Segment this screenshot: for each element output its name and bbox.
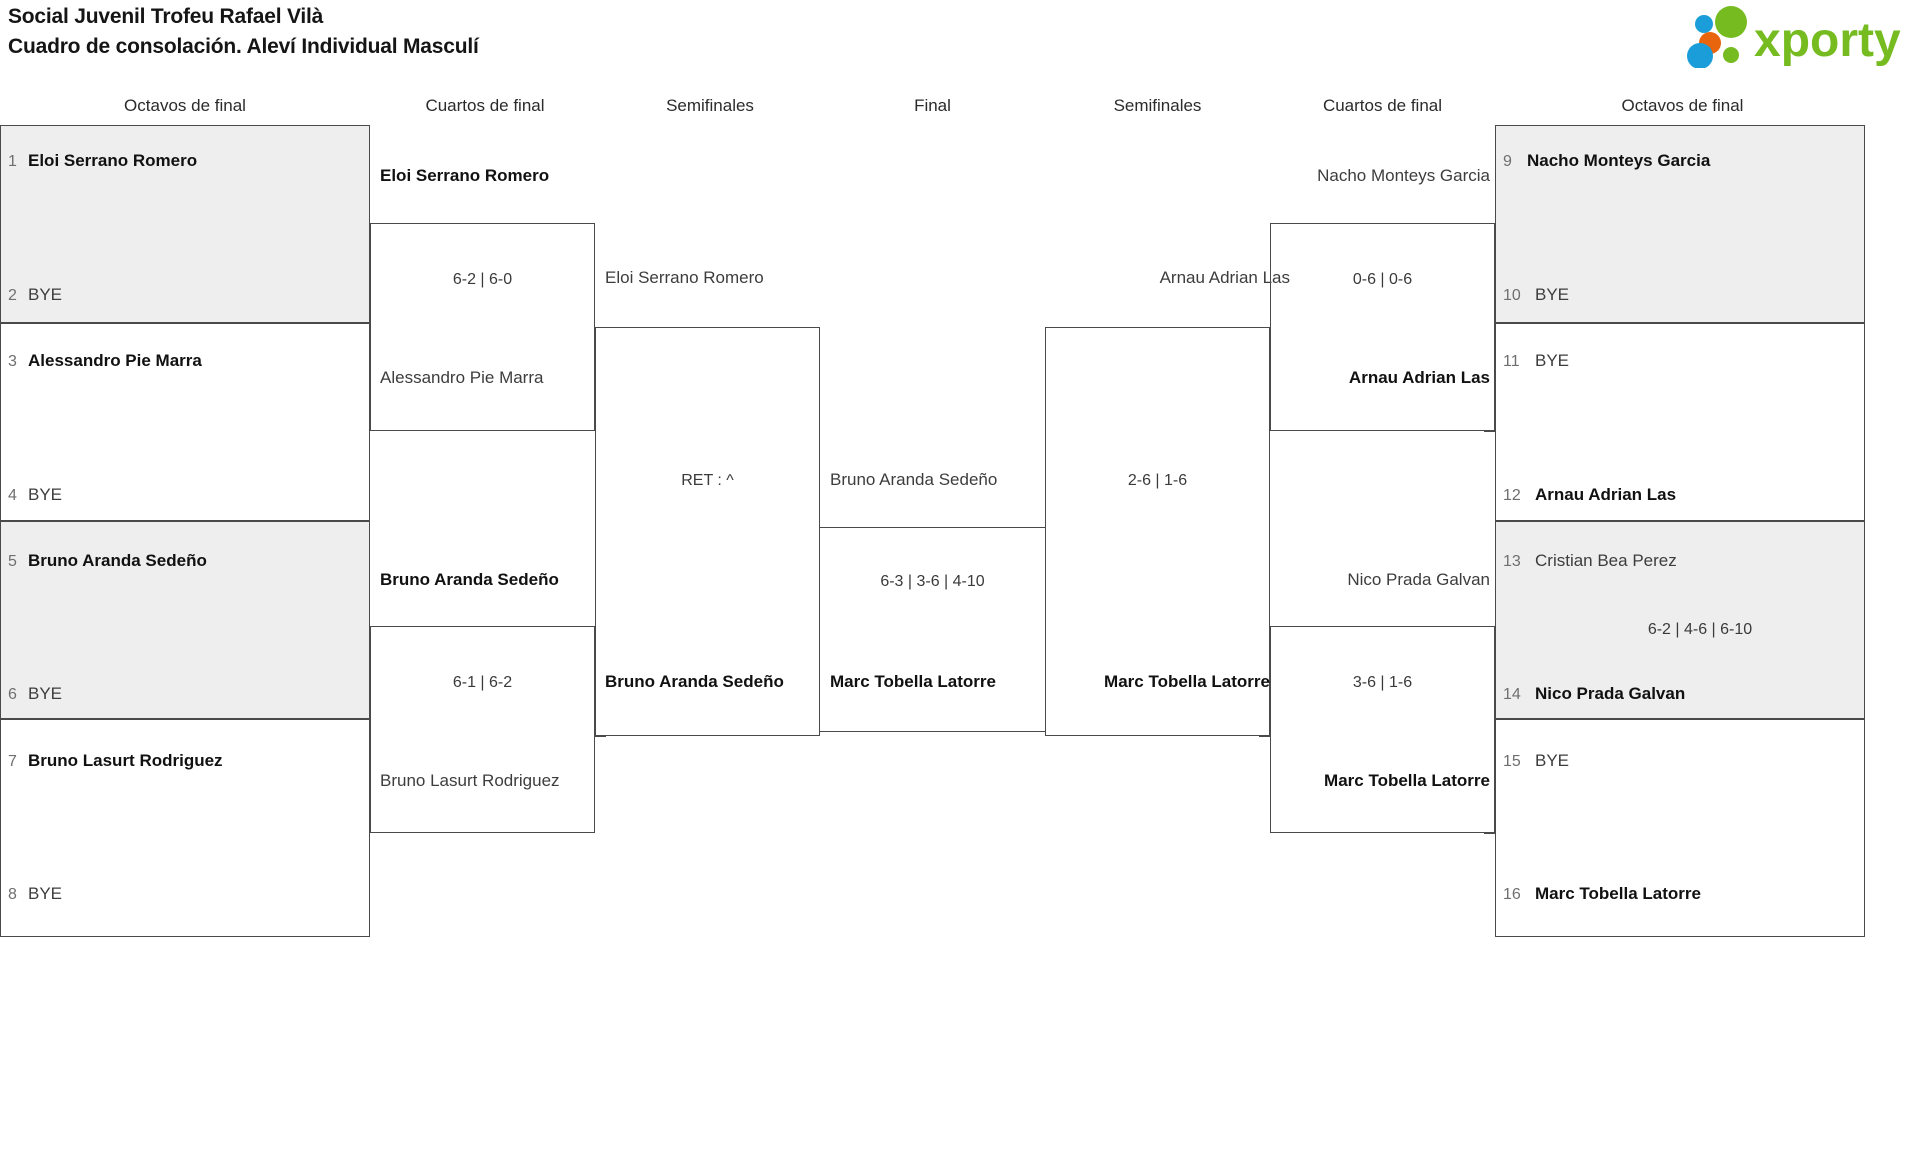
seed-12: 12 (1503, 487, 1521, 504)
player-name[interactable]: BYE (28, 884, 63, 903)
match-score: RET : ^ (681, 472, 734, 489)
match-box-l-sf-1[interactable] (595, 327, 820, 736)
player-name[interactable]: Alessandro Pie Marra (28, 351, 202, 370)
seed-9: 9 (1503, 153, 1512, 170)
seed-4: 4 (8, 487, 17, 504)
match-box-r-qf-1[interactable] (1270, 223, 1495, 431)
draw-subtitle: Cuadro de consolación. Aleví Individual … (8, 35, 479, 58)
match-box-r-r16-4[interactable] (1495, 719, 1865, 937)
seed-5: 5 (8, 553, 17, 570)
connector (1259, 736, 1271, 737)
player-name[interactable]: Nacho Monteys Garcia (1527, 151, 1711, 170)
match-box-r-sf-1[interactable] (1045, 327, 1270, 736)
player-name[interactable]: Bruno Aranda Sedeño (605, 672, 784, 691)
logo-dot-green-large (1715, 6, 1747, 38)
seed-3: 3 (8, 353, 17, 370)
player-name[interactable]: Eloi Serrano Romero (605, 268, 764, 287)
player-name[interactable]: Bruno Lasurt Rodriguez (28, 751, 223, 770)
match-box-r-qf-2[interactable] (1270, 626, 1495, 833)
player-name[interactable]: Marc Tobella Latorre (1104, 672, 1270, 691)
match-box-l-r16-2[interactable] (0, 323, 370, 521)
seed-8: 8 (8, 886, 17, 903)
match-box-r-r16-2[interactable] (1495, 323, 1865, 521)
player-name[interactable]: Nico Prada Galvan (1347, 570, 1490, 589)
match-score: 0-6 | 0-6 (1352, 271, 1413, 288)
seed-6: 6 (8, 686, 17, 703)
player-name[interactable]: BYE (28, 485, 63, 504)
connector (1259, 327, 1271, 328)
match-box-l-r16-3[interactable] (0, 521, 370, 719)
match-box-r-r16-1[interactable] (1495, 125, 1865, 323)
match-box-l-r16-4[interactable] (0, 719, 370, 937)
player-name[interactable]: Marc Tobella Latorre (1324, 771, 1490, 790)
tournament-name: Social Juvenil Trofeu Rafael Vilà (8, 5, 324, 28)
match-score: 3-6 | 1-6 (1352, 674, 1413, 691)
round-header-qf-right: Cuartos de final (1322, 96, 1443, 115)
seed-7: 7 (8, 753, 17, 770)
logo-wordmark: xporty (1754, 14, 1901, 67)
seed-2: 2 (8, 287, 17, 304)
seed-13: 13 (1503, 553, 1521, 570)
player-name[interactable]: Alessandro Pie Marra (380, 368, 544, 387)
player-name[interactable]: BYE (1535, 285, 1570, 304)
xporty-logo[interactable]: xporty (1686, 6, 1902, 68)
round-header-sf-left: Semifinales (666, 96, 754, 115)
match-box-l-qf-1[interactable] (370, 223, 595, 431)
seed-16: 16 (1503, 886, 1521, 903)
match-score: 6-3 | 3-6 | 4-10 (880, 573, 985, 590)
page-title: Social Juvenil Trofeu Rafael Vilà Cuadro… (8, 2, 479, 62)
player-name[interactable]: BYE (28, 285, 63, 304)
logo-dot-blue-large (1687, 43, 1713, 68)
player-name[interactable]: Bruno Aranda Sedeño (830, 470, 998, 489)
player-name[interactable]: Bruno Aranda Sedeño (28, 551, 207, 570)
match-box-l-qf-2[interactable] (370, 626, 595, 833)
player-name[interactable]: Arnau Adrian Las (1535, 485, 1677, 504)
player-name[interactable]: Arnau Adrian Las (1348, 368, 1490, 387)
match-box-r-r16-3[interactable] (1495, 521, 1865, 719)
connector (820, 527, 831, 528)
player-name[interactable]: Nico Prada Galvan (1535, 684, 1686, 703)
connector (595, 736, 606, 737)
player-name[interactable]: BYE (1535, 351, 1570, 370)
player-name[interactable]: Bruno Lasurt Rodriguez (380, 771, 560, 790)
connector (1484, 431, 1496, 432)
connector (1484, 223, 1496, 224)
player-name[interactable]: Arnau Adrian Las (1159, 268, 1290, 287)
match-score: 6-1 | 6-2 (452, 674, 513, 691)
player-name[interactable]: BYE (1535, 751, 1570, 770)
round-header-sf-right: Semifinales (1113, 96, 1202, 115)
player-name[interactable]: Marc Tobella Latorre (1535, 884, 1701, 903)
seed-10: 10 (1503, 287, 1521, 304)
logo-dot-blue-small (1695, 15, 1713, 33)
seed-1: 1 (8, 153, 17, 170)
round-header-qf-left: Cuartos de final (425, 96, 545, 115)
match-score: 2-6 | 1-6 (1127, 472, 1188, 489)
seed-15: 15 (1503, 753, 1521, 770)
match-score: 6-2 | 6-0 (452, 271, 513, 288)
connector (595, 327, 606, 328)
round-header-final: Final (914, 96, 951, 115)
player-name[interactable]: Eloi Serrano Romero (28, 151, 198, 170)
match-score: 6-2 | 4-6 | 6-10 (1647, 621, 1753, 638)
player-name[interactable]: Marc Tobella Latorre (830, 672, 996, 691)
seed-14: 14 (1503, 686, 1521, 703)
connector (1484, 626, 1496, 627)
match-box-l-r16-1[interactable] (0, 125, 370, 323)
seed-11: 11 (1503, 353, 1520, 370)
connector (1035, 527, 1046, 528)
player-name[interactable]: BYE (28, 684, 63, 703)
round-header-r16-right: Octavos de final (1621, 96, 1744, 115)
player-name[interactable]: Eloi Serrano Romero (380, 166, 550, 185)
player-name[interactable]: Cristian Bea Perez (1535, 551, 1677, 570)
player-name[interactable]: Nacho Monteys Garcia (1317, 166, 1490, 185)
match-box-final[interactable] (820, 527, 1045, 732)
connector (1484, 833, 1496, 834)
round-header-r16-left: Octavos de final (124, 96, 246, 115)
player-name[interactable]: Bruno Aranda Sedeño (380, 570, 559, 589)
logo-dot-green-small (1723, 47, 1739, 63)
